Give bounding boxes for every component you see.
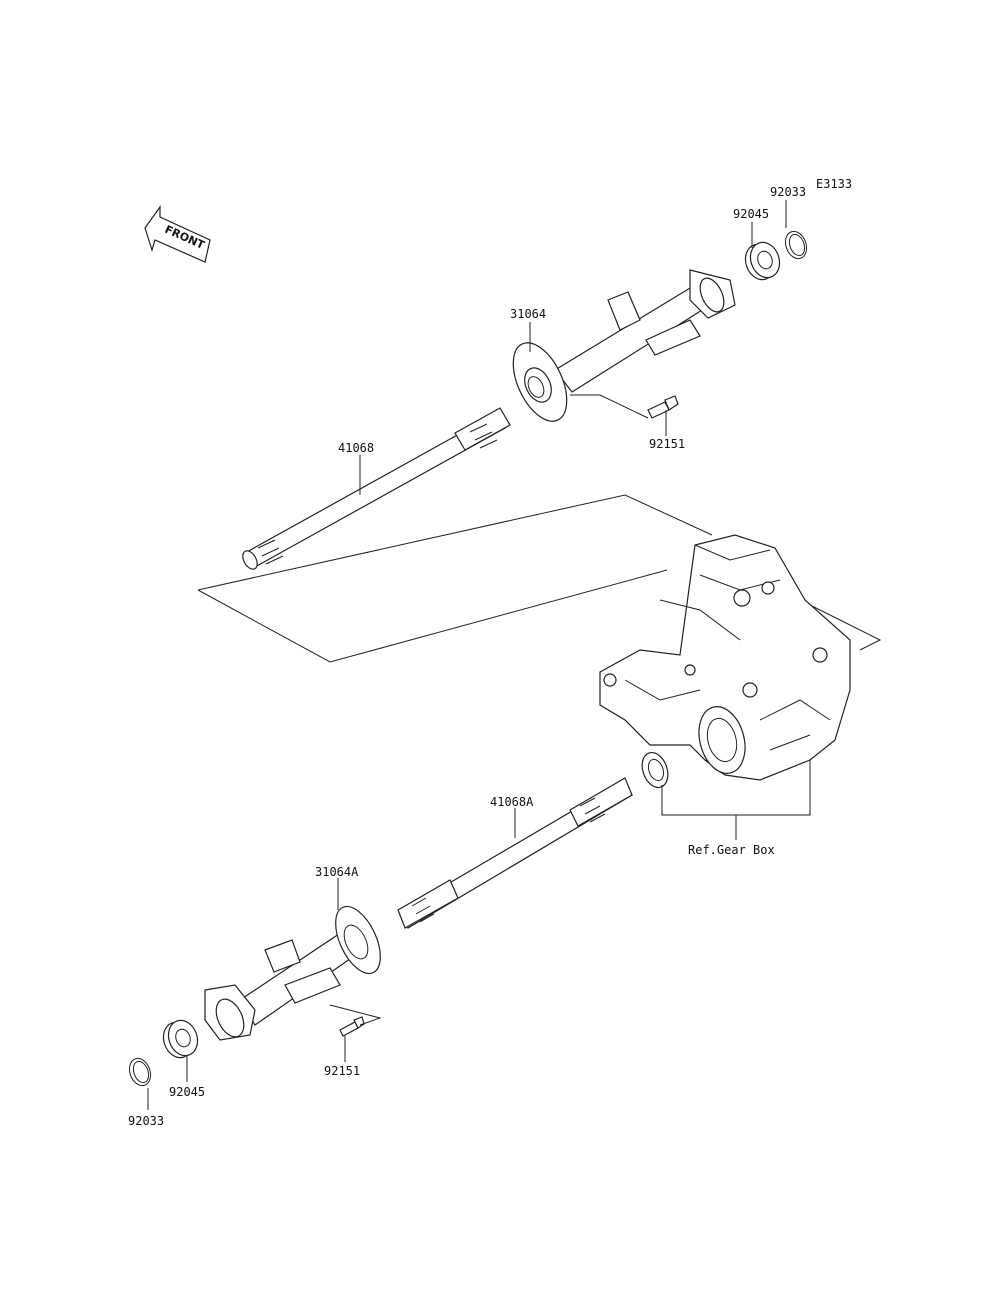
bolt-92151-top[interactable] — [647, 395, 679, 419]
bolt-92151-bottom[interactable] — [339, 1016, 365, 1037]
circlip-92033-bottom[interactable] — [126, 1055, 154, 1088]
reference-outline — [197, 494, 882, 663]
label-92151-bottom: 92151 — [324, 1064, 360, 1078]
axle-housing-31064A[interactable] — [204, 900, 390, 1041]
label-92151-top: 92151 — [649, 437, 685, 451]
label-41068: 41068 — [338, 441, 374, 455]
front-arrow-icon: FRONT — [144, 205, 211, 263]
label-41068A: 41068A — [490, 795, 534, 809]
diagram-code: E3133 — [816, 177, 852, 191]
gear-box-housing[interactable] — [599, 534, 851, 781]
circlip-92033-top[interactable] — [782, 228, 810, 261]
oil-seal[interactable] — [638, 749, 673, 791]
label-31064: 31064 — [510, 307, 546, 321]
label-ref-gear-box: Ref.Gear Box — [688, 843, 775, 857]
label-92033-top: 92033 — [770, 185, 806, 199]
label-92033-bottom: 92033 — [128, 1114, 164, 1128]
label-31064A: 31064A — [315, 865, 359, 879]
label-92045-top: 92045 — [733, 207, 769, 221]
bearing-92045-top[interactable] — [741, 238, 785, 283]
shaft-41068A[interactable] — [397, 777, 633, 929]
label-92045-bottom: 92045 — [169, 1085, 205, 1099]
shaft-41068[interactable] — [240, 407, 511, 572]
axle-housing-31064[interactable] — [502, 269, 736, 429]
bearing-92045-bottom[interactable] — [159, 1016, 203, 1061]
